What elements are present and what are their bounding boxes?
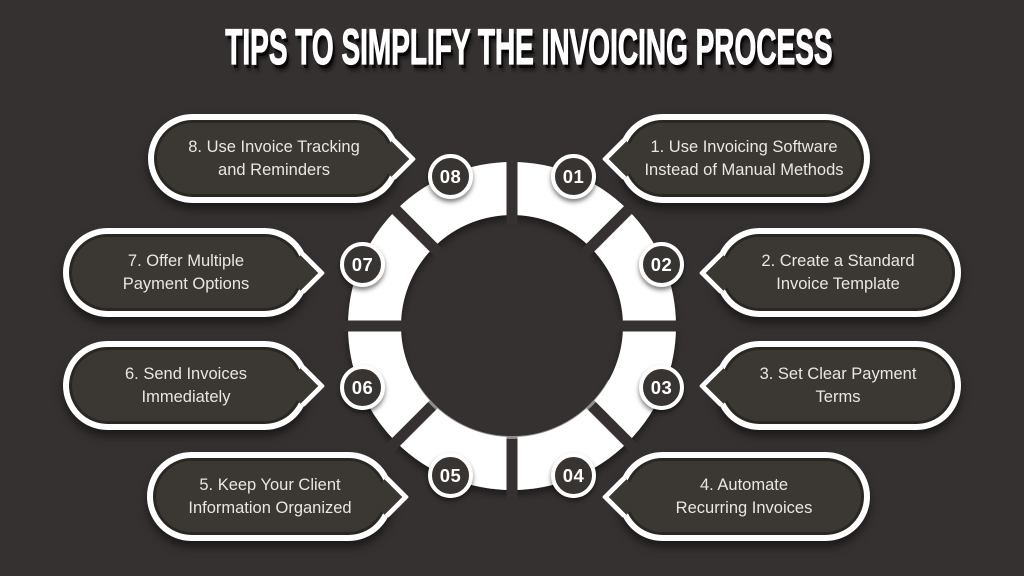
tip-label-2: 2. Create a Standard Invoice Template <box>761 251 915 293</box>
page-title: TIPS TO SIMPLIFY THE INVOICING PROCESS <box>225 19 833 75</box>
tip-box-1: 1. Use Invoicing Software Instead of Man… <box>601 114 870 203</box>
tip-label-7: 7. Offer Multiple Payment Options <box>122 251 250 293</box>
step-badge-05: 05 <box>428 453 473 498</box>
tip-label-6: 6. Send Invoices Immediately <box>125 364 247 406</box>
tip-box-3: 3. Set Clear Payment Terms <box>698 341 961 430</box>
step-badge-08: 08 <box>428 154 473 199</box>
tip-label-5: 5. Keep Your Client Information Organize… <box>188 475 352 517</box>
tip-box-2: 2. Create a Standard Invoice Template <box>698 228 961 317</box>
step-badge-06: 06 <box>340 365 385 410</box>
tip-label-3: 3. Set Clear Payment Terms <box>759 364 917 406</box>
step-badge-03: 03 <box>639 365 684 410</box>
inner-circle-highlight <box>413 380 611 439</box>
ring-dividers <box>337 151 687 501</box>
tip-box-8: 8. Use Invoice Tracking and Reminders <box>148 114 417 203</box>
tip-box-5: 5. Keep Your Client Information Organize… <box>147 452 410 541</box>
step-badge-02: 02 <box>639 242 684 287</box>
tip-label-8: 8. Use Invoice Tracking and Reminders <box>188 137 360 179</box>
tip-box-7: 7. Offer Multiple Payment Options <box>63 228 326 317</box>
step-badge-04: 04 <box>551 453 596 498</box>
tip-label-1: 1. Use Invoicing Software Instead of Man… <box>644 137 844 179</box>
tip-box-6: 6. Send Invoices Immediately <box>63 341 326 430</box>
step-badge-01: 01 <box>551 154 596 199</box>
tip-box-4: 4. Automate Recurring Invoices <box>601 452 870 541</box>
tip-label-4: 4. Automate Recurring Invoices <box>675 475 813 517</box>
step-badge-07: 07 <box>340 242 385 287</box>
